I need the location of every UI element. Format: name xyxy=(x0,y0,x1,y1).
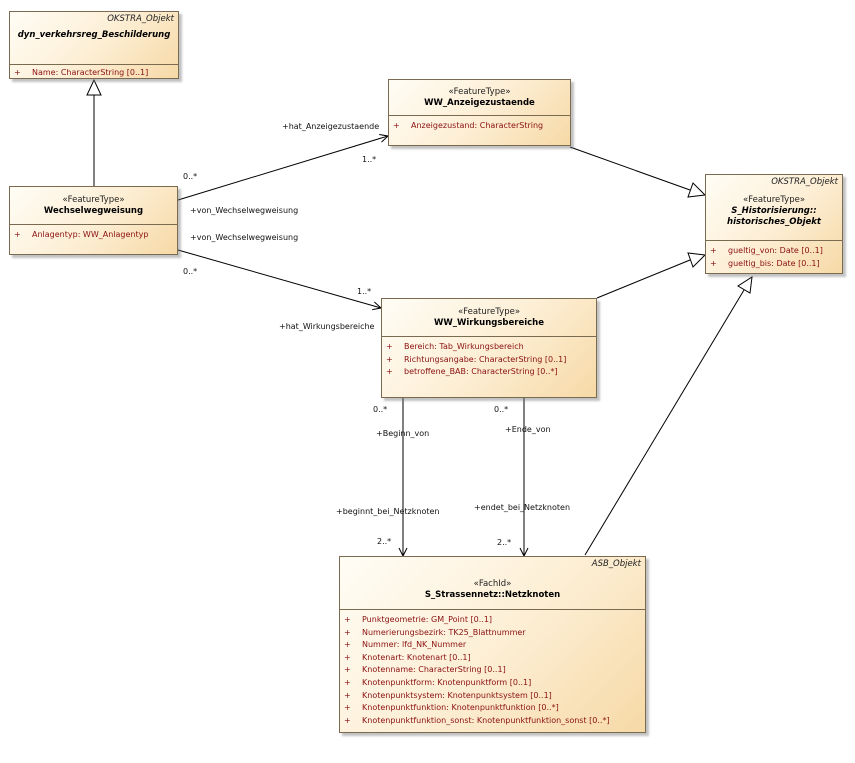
stereotype: «FeatureType» xyxy=(62,195,125,205)
package-label: ASB_Objekt xyxy=(591,559,641,569)
attribute: +Punktgeometrie: GM_Point [0..1] xyxy=(344,615,493,624)
generalization-netz-to-hist xyxy=(584,289,745,556)
role-ende-von: +Ende_von xyxy=(505,425,551,434)
class-name: Wechselwegweisung xyxy=(43,206,144,216)
class-name-line2: historisches_Objekt xyxy=(727,217,821,227)
multiplicity-label: 0..* xyxy=(183,172,198,181)
role-endet-bei-netzknoten: +endet_bei_Netzknoten xyxy=(474,503,571,512)
attribute: +Knotenpunktfunktion: Knotenpunktfunktio… xyxy=(344,703,559,713)
class-name: dyn_verkehrsreg_Beschilderung xyxy=(17,30,171,40)
attribute: +Knotenart: Knotenart [0..1] xyxy=(344,652,471,662)
role-hat-wirkungsbereiche: +hat_Wirkungsbereiche xyxy=(279,322,375,331)
attribute: +Richtungsangabe: CharacterString [0..1] xyxy=(386,354,567,364)
attribute: +Knotenpunktsystem: Knotenpunktsystem [0… xyxy=(344,690,552,700)
class-historisches-objekt[interactable]: OKSTRA_Objekt «FeatureType» S_Historisie… xyxy=(705,174,843,274)
stereotype: «FeatureType» xyxy=(742,195,806,205)
generalization-arrowhead xyxy=(687,252,707,268)
attribute: +Knotenpunktfunktion_sonst: Knotenpunktf… xyxy=(344,715,610,725)
stereotype: «FachId» xyxy=(473,579,512,589)
class-dyn-verkehrsreg-beschilderung[interactable]: OKSTRA_Objekt dyn_verkehrsreg_Beschilder… xyxy=(9,11,179,79)
generalization-anz-to-hist xyxy=(569,146,691,191)
role-von-wechselwegweisung: +von_Wechselwegweisung xyxy=(190,206,299,215)
role-beginnt-bei-netzknoten: +beginnt_bei_Netzknoten xyxy=(336,507,440,516)
multiplicity-label: 2..* xyxy=(377,537,392,546)
class-name: S_Historisierung:: xyxy=(731,206,817,216)
generalization-arrowhead xyxy=(86,78,102,96)
attribute: +betroffene_BAB: CharacterString [0..*] xyxy=(386,367,558,377)
attribute: +Knotenpunktform: Knotenpunktform [0..1] xyxy=(344,677,532,687)
attribute: +gueltig_bis: Date [0..1] xyxy=(710,258,820,268)
attribute: +Bereich: Tab_Wirkungsbereich xyxy=(386,342,524,351)
role-von-wechselwegweisung: +von_Wechselwegweisung xyxy=(190,233,299,242)
multiplicity-label: 1..* xyxy=(362,155,377,164)
class-name: S_Strassennetz::Netzknoten xyxy=(424,590,561,600)
multiplicity-label: 2..* xyxy=(497,538,512,547)
stereotype: «FeatureType» xyxy=(457,307,521,317)
stereotype: «FeatureType» xyxy=(448,87,511,97)
role-hat-anzeigezustaende: +hat_Anzeigezustaende xyxy=(282,122,380,131)
generalization-wirk-to-hist xyxy=(596,259,691,299)
package-label: OKSTRA_Objekt xyxy=(107,14,174,24)
multiplicity-label: 0..* xyxy=(373,405,388,414)
attribute: +Numerierungsbezirk: TK25_Blattnummer xyxy=(344,627,526,637)
attribute: +gueltig_von: Date [0..1] xyxy=(710,246,823,255)
attribute: +Name: CharacterString [0..1] xyxy=(14,68,149,77)
role-beginn-von: +Beginn_von xyxy=(376,429,430,438)
generalization-arrowhead xyxy=(687,182,707,198)
class-wechselwegweisung[interactable]: «FeatureType» Wechselwegweisung +Anlagen… xyxy=(9,186,178,255)
class-ww-anzeigezustaende[interactable]: «FeatureType» WW_Anzeigezustaende +Anzei… xyxy=(388,79,571,146)
multiplicity-label: 0..* xyxy=(183,267,198,276)
attribute: +Knotenname: CharacterString [0..1] xyxy=(344,665,506,675)
association-wech-wirk xyxy=(178,250,381,308)
class-name: WW_Wirkungsbereiche xyxy=(434,318,544,328)
multiplicity-label: 0..* xyxy=(494,405,509,414)
class-name: WW_Anzeigezustaende xyxy=(424,98,535,108)
multiplicity-label: 1..* xyxy=(357,287,372,296)
attribute: +Anlagentyp: WW_Anlagentyp xyxy=(14,230,149,239)
class-netzknoten[interactable]: ASB_Objekt «FachId» S_Strassennetz::Netz… xyxy=(339,556,646,733)
association-wech-anz xyxy=(178,136,388,200)
attribute: +Anzeigezustand: CharacterString xyxy=(393,121,544,130)
package-label: OKSTRA_Objekt xyxy=(771,177,838,187)
class-ww-wirkungsbereiche[interactable]: «FeatureType» WW_Wirkungsbereiche +Berei… xyxy=(381,298,597,398)
generalization-arrowhead xyxy=(737,276,753,294)
attribute: +Nummer: lfd_NK_Nummer xyxy=(344,640,467,650)
